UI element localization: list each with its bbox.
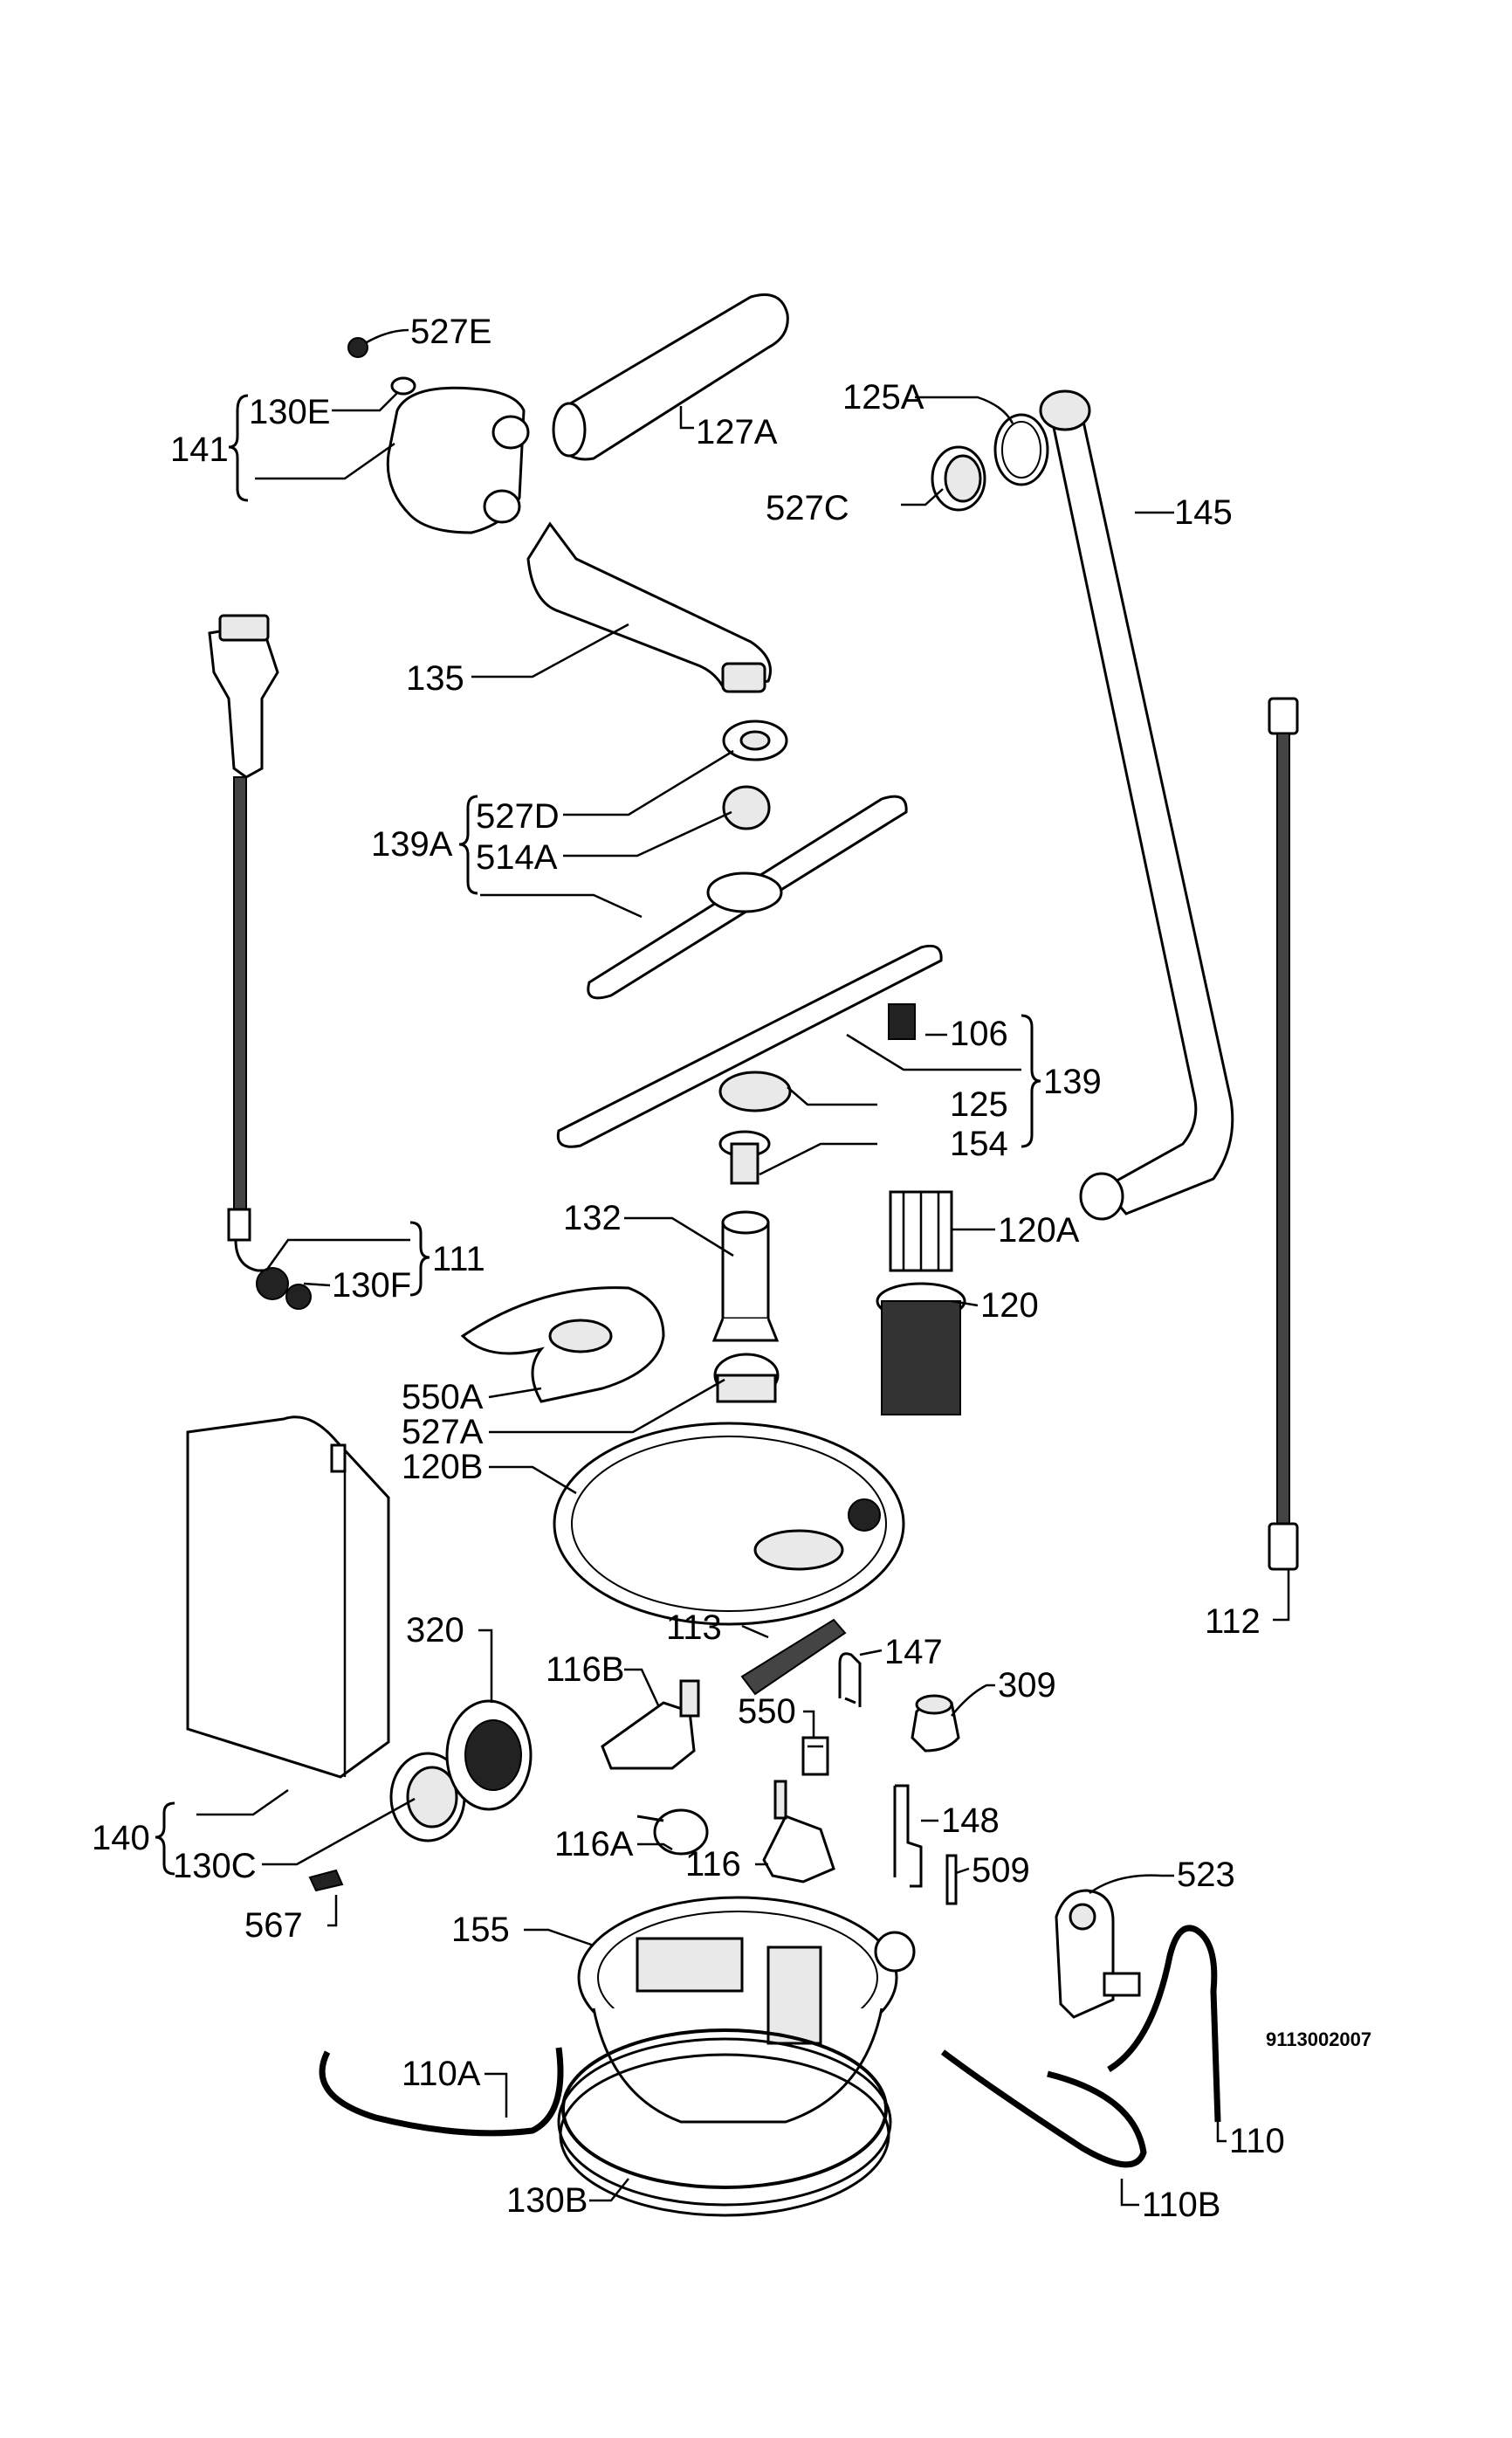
label-527D: 527D: [476, 797, 560, 836]
label-135: 135: [406, 659, 464, 698]
label-550: 550: [738, 1692, 796, 1731]
part-130E-seal: [390, 376, 416, 396]
part-527D-nut: [722, 720, 788, 761]
part-567-clip: [308, 1869, 344, 1892]
part-527C-nut: [931, 445, 986, 512]
label-523: 523: [1177, 1856, 1235, 1894]
part-550-block: [801, 1736, 829, 1776]
label-145: 145: [1174, 493, 1233, 532]
label-550A: 550A: [402, 1378, 484, 1416]
part-523-switch: [1055, 1889, 1141, 2019]
part-155-sump: [577, 1896, 916, 2124]
part-147-clip: [838, 1652, 862, 1707]
label-106: 106: [950, 1015, 1008, 1053]
label-130E: 130E: [249, 393, 330, 431]
label-130B: 130B: [506, 2181, 588, 2220]
part-550A-disk: [460, 1286, 665, 1403]
label-130F: 130F: [332, 1266, 411, 1305]
label-309: 309: [998, 1666, 1056, 1705]
part-135-upper-pipe: [526, 521, 772, 693]
label-139A: 139A: [371, 825, 453, 864]
label-509: 509: [972, 1851, 1030, 1890]
part-514A-bearing: [722, 785, 771, 830]
part-154-bearing: [718, 1130, 771, 1185]
part-140-container: [186, 1415, 390, 1779]
part-148-bracket: [893, 1784, 923, 1888]
label-155: 155: [451, 1911, 510, 1949]
part-120B-filter-plate: [553, 1422, 905, 1626]
label-514A: 514A: [476, 838, 558, 877]
label-112: 112: [1205, 1602, 1261, 1641]
label-132: 132: [563, 1199, 622, 1237]
part-509-pin: [945, 1854, 958, 1905]
part-320-cap: [445, 1699, 533, 1811]
label-320: 320: [406, 1611, 464, 1649]
diagram-code: 9113002007: [1266, 2028, 1371, 2050]
part-527E-nut: [347, 337, 368, 358]
label-141: 141: [170, 430, 229, 469]
label-120: 120: [980, 1286, 1039, 1325]
label-527C: 527C: [766, 489, 849, 527]
label-139: 139: [1043, 1063, 1102, 1101]
label-527E: 527E: [410, 313, 491, 351]
part-132-tube: [711, 1210, 780, 1342]
part-111-hose: [208, 614, 279, 1272]
label-111: 111: [432, 1240, 485, 1278]
part-113-connector: [740, 1618, 847, 1696]
label-125: 125: [950, 1085, 1008, 1124]
label-527A: 527A: [402, 1413, 484, 1451]
part-116A-cap: [636, 1808, 709, 1856]
label-110B: 110B: [1142, 2186, 1220, 2224]
label-120A: 120A: [998, 1211, 1080, 1250]
part-145-supply-tube: [1039, 389, 1234, 1221]
label-116: 116: [685, 1845, 741, 1884]
part-116-valve: [762, 1780, 835, 1884]
label-125A: 125A: [842, 378, 924, 417]
part-130F-nut: [256, 1267, 312, 1310]
part-110A-hose: [319, 2047, 564, 2137]
part-139A-upper-spray-arm: [587, 795, 908, 1000]
part-141-manifold: [386, 386, 530, 534]
label-110A: 110A: [402, 2055, 481, 2093]
label-110: 110: [1229, 2122, 1285, 2160]
part-139-lower-spray-arm: [556, 944, 943, 1148]
leader-lines: [155, 328, 1290, 2207]
part-130B-gasket: [557, 2028, 892, 2217]
label-120B: 120B: [402, 1448, 483, 1486]
label-113: 113: [666, 1608, 722, 1647]
part-110B-hose: [940, 2049, 1147, 2168]
label-130C: 130C: [173, 1847, 257, 1885]
part-116B-valve: [601, 1679, 700, 1770]
part-527A-nut: [713, 1353, 780, 1403]
part-120A-filter: [889, 1190, 953, 1272]
part-120-filter: [876, 1282, 966, 1415]
part-130C-gasket: [389, 1752, 466, 1842]
part-309-cap: [911, 1694, 960, 1753]
label-147: 147: [884, 1633, 943, 1671]
label-116B: 116B: [546, 1650, 624, 1689]
part-125A-ring: [993, 413, 1049, 486]
part-110-hose: [1107, 1925, 1221, 2123]
part-127A-pipe: [552, 293, 789, 461]
callout-labels: 527E 130E 141 127A 125A 527C 145 135 527…: [92, 313, 1371, 2224]
label-154: 154: [950, 1125, 1008, 1163]
label-127A: 127A: [696, 413, 778, 451]
label-567: 567: [244, 1906, 303, 1945]
label-140: 140: [92, 1819, 150, 1857]
label-148: 148: [941, 1801, 1000, 1840]
label-116A: 116A: [554, 1825, 634, 1863]
part-112-hose: [1268, 697, 1299, 1571]
